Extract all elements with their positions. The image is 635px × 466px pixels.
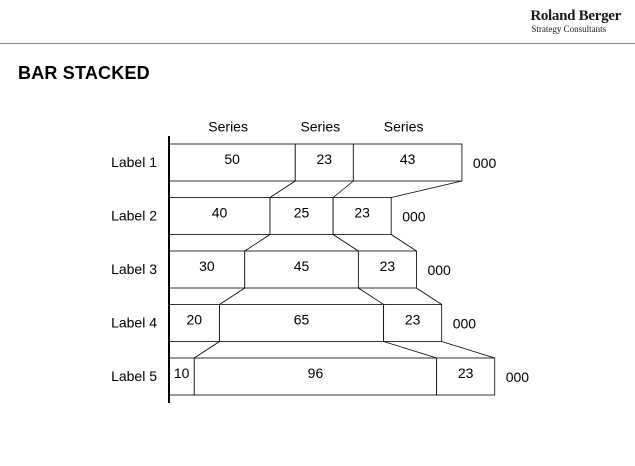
- data-label: 10: [174, 365, 190, 381]
- data-label: 96: [308, 365, 324, 381]
- connector-line: [219, 287, 245, 305]
- total-label: 000: [473, 155, 497, 171]
- connector-line: [332, 180, 354, 198]
- page-title: BAR STACKED: [18, 63, 150, 83]
- data-label: 20: [186, 312, 202, 328]
- data-label: 43: [400, 151, 416, 167]
- connector-line: [244, 234, 271, 252]
- data-label: 50: [224, 151, 240, 167]
- brand-tagline: Strategy Consultants: [531, 24, 607, 34]
- data-label: 45: [294, 258, 310, 274]
- series-header: Series: [300, 119, 340, 135]
- total-label: 000: [402, 209, 426, 225]
- bar-segment: [383, 304, 443, 342]
- series-header: Series: [384, 119, 424, 135]
- category-label: Label 2: [111, 208, 157, 224]
- category-label: Label 5: [111, 368, 157, 384]
- bar-segment: [357, 250, 417, 289]
- connector-line: [383, 341, 437, 359]
- category-label: Label 3: [111, 261, 157, 277]
- brand-name: Roland Berger: [530, 8, 621, 24]
- bar-segment: [352, 143, 463, 182]
- connector-line: [391, 180, 462, 198]
- category-label: Label 1: [111, 154, 157, 170]
- series-header: Series: [208, 119, 248, 135]
- total-label: 000: [506, 369, 530, 385]
- data-label: 23: [458, 365, 474, 381]
- bar-segment: [332, 197, 392, 235]
- connector-line: [332, 234, 359, 252]
- data-label: 65: [294, 312, 310, 328]
- connector-line: [269, 180, 296, 198]
- total-label: 000: [427, 262, 451, 278]
- connector-line: [390, 234, 417, 252]
- data-label: 23: [316, 151, 332, 167]
- bar-segment: [294, 143, 354, 182]
- brand-logo: Roland Berger Strategy Consultants: [530, 8, 621, 35]
- bar-segment: [244, 250, 359, 289]
- bar-segment: [436, 357, 496, 396]
- data-label: 23: [354, 205, 370, 221]
- connector-line: [441, 341, 495, 359]
- bar-segment: [193, 357, 438, 396]
- bar-segment: [168, 250, 246, 289]
- total-label: 000: [453, 316, 477, 332]
- header-divider: [0, 43, 635, 44]
- connector-line: [358, 287, 384, 305]
- data-label: 30: [199, 258, 215, 274]
- data-label: 40: [212, 205, 228, 221]
- data-label: 23: [380, 258, 396, 274]
- bar-segment: [219, 304, 385, 342]
- connector-line: [194, 341, 220, 359]
- data-label: 23: [405, 312, 421, 328]
- category-label: Label 4: [111, 315, 157, 331]
- connector-line: [416, 287, 442, 305]
- data-label: 25: [294, 205, 310, 221]
